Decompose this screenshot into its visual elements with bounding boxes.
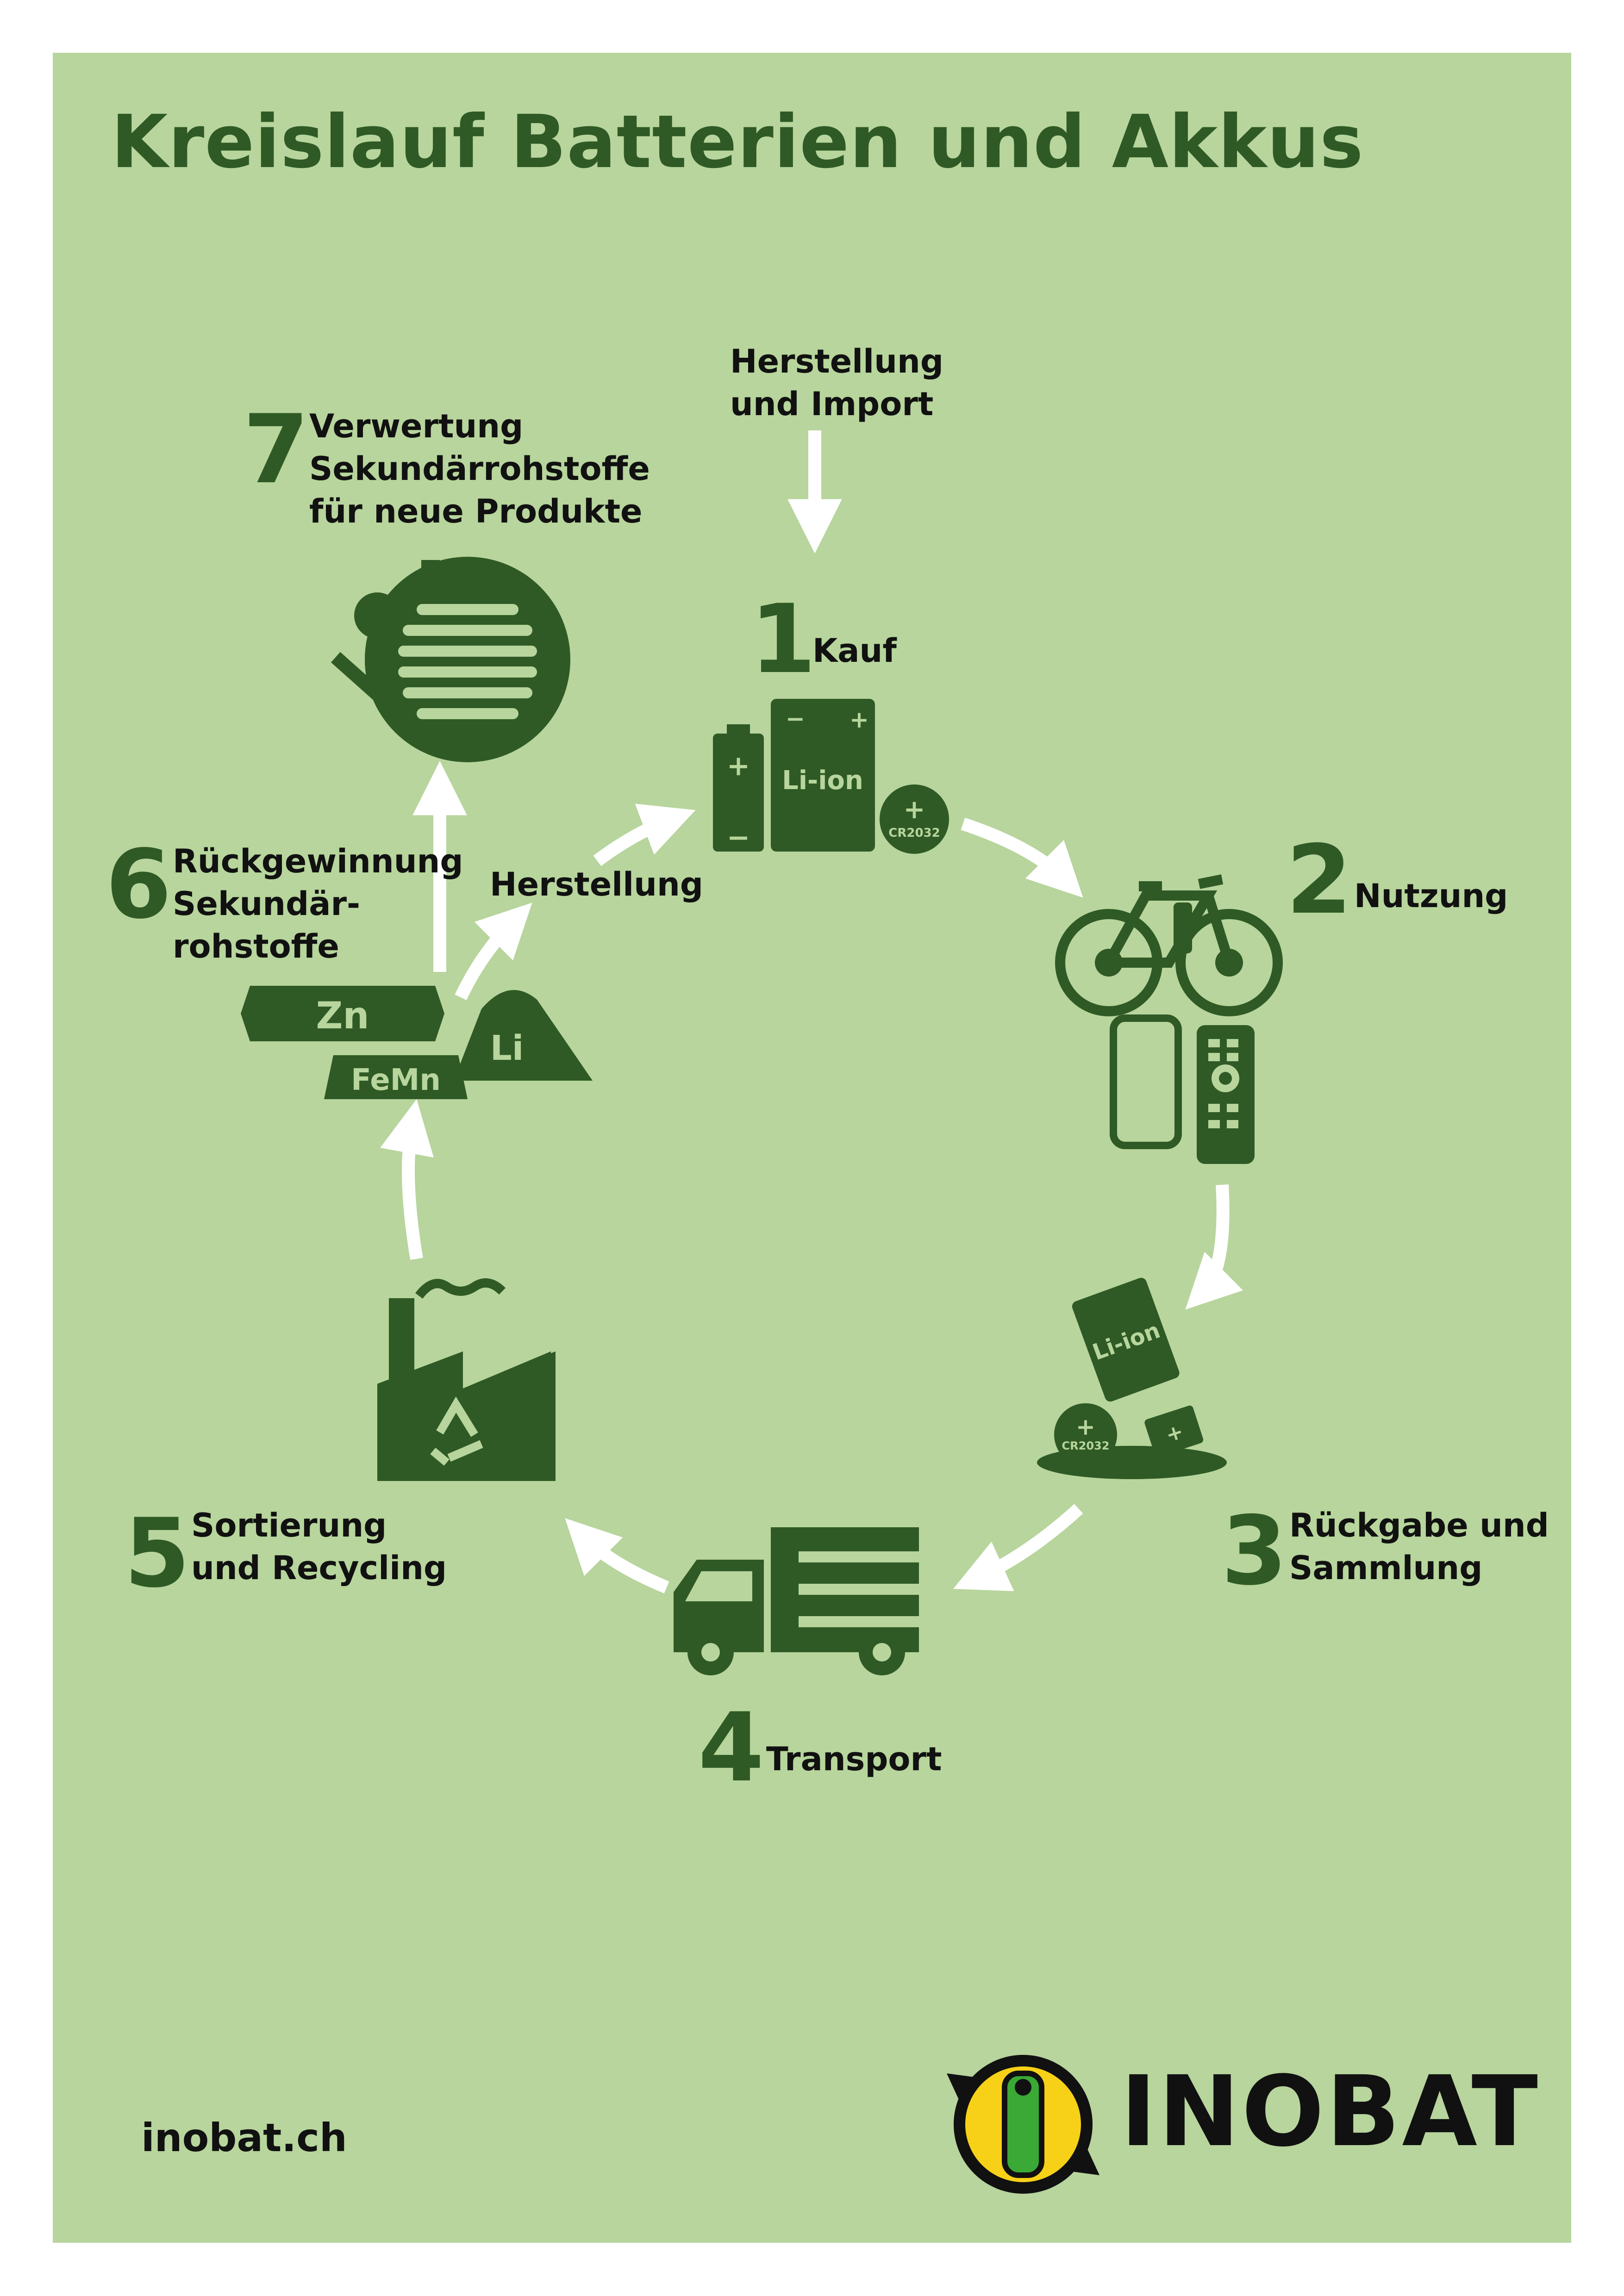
step-1-label: Kauf xyxy=(812,632,897,670)
svg-text:Li-ion: Li-ion xyxy=(782,765,863,796)
bicycle-icon xyxy=(1055,874,1283,1016)
svg-text:+: + xyxy=(904,795,925,825)
poster-background xyxy=(53,53,1571,2243)
step-7-number: 7 xyxy=(243,395,309,505)
footer-url[interactable]: inobat.ch xyxy=(141,2115,347,2160)
step-5-label: Sortierung und Recycling xyxy=(191,1506,447,1587)
entry-label: Herstellung und Import xyxy=(730,342,943,423)
svg-text:+: + xyxy=(1076,1413,1095,1440)
svg-text:−: − xyxy=(727,821,750,854)
arrow-6-to-branch xyxy=(455,902,532,1000)
remote-control-icon xyxy=(1197,1025,1255,1164)
step-1-number: 1 xyxy=(750,585,816,695)
step-6-label: Rückgewinnung Sekundär- rohstoffe xyxy=(173,842,463,965)
truck-icon xyxy=(674,1527,919,1675)
flow-arrows xyxy=(380,430,1243,1593)
manhole-icon xyxy=(365,557,570,762)
step-4-label: Transport xyxy=(766,1740,942,1778)
bicycle-detail xyxy=(1095,902,1243,977)
svg-text:+: + xyxy=(727,750,750,782)
branch-label: Herstellung xyxy=(490,865,703,903)
svg-text:+: + xyxy=(849,706,869,733)
ingot-icon: Zn FeMn Li xyxy=(241,986,593,1099)
recycle-icon xyxy=(430,1396,483,1466)
svg-text:−: − xyxy=(786,705,805,732)
step-7-label: Verwertung Sekundärrohstoffe für neue Pr… xyxy=(309,407,650,530)
key-icon xyxy=(354,560,440,639)
brand-name: INOBAT xyxy=(1120,2055,1540,2168)
step-3-label: Rückgabe und Sammlung xyxy=(1289,1506,1549,1587)
step-3-number: 3 xyxy=(1221,1496,1287,1606)
svg-text:Li: Li xyxy=(490,1028,524,1068)
step-5-number: 5 xyxy=(124,1499,190,1609)
arrow-4-to-5 xyxy=(565,1518,669,1593)
arrow-3-to-4 xyxy=(953,1504,1083,1592)
collection-icon: Li-ion + CR2032 + xyxy=(1037,1277,1227,1479)
inobat-logo-icon xyxy=(947,2055,1099,2194)
svg-text:Zn: Zn xyxy=(316,994,369,1037)
step-2-number: 2 xyxy=(1286,825,1352,935)
step-4-number: 4 xyxy=(698,1693,764,1803)
battery-icon: + − − + Li-ion + CR2032 xyxy=(713,699,949,854)
smartphone-icon xyxy=(1110,1014,1182,1149)
svg-text:FeMn: FeMn xyxy=(351,1063,441,1097)
svg-text:CR2032: CR2032 xyxy=(1062,1439,1110,1452)
step-2-label: Nutzung xyxy=(1354,877,1508,915)
svg-text:CR2032: CR2032 xyxy=(888,826,940,840)
arrow-2-to-3 xyxy=(1185,1184,1243,1310)
arrow-5-to-6 xyxy=(380,1099,434,1260)
screw-icon xyxy=(331,652,405,721)
page-title: Kreislauf Batterien und Akkus xyxy=(111,100,1364,185)
step-6-number: 6 xyxy=(106,830,172,940)
arrow-branch-to-1 xyxy=(593,803,696,866)
truck-stripes xyxy=(799,1551,919,1627)
arrow-1-to-2 xyxy=(961,817,1083,898)
